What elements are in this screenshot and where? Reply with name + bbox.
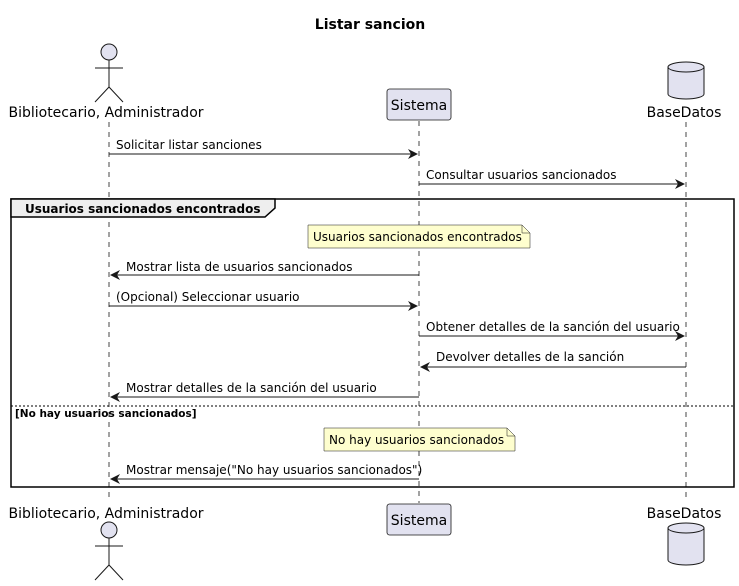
message-label: Solicitar listar sanciones: [116, 138, 262, 152]
message-label: Consultar usuarios sancionados: [426, 168, 616, 182]
note-found-fold: [521, 225, 530, 234]
actor-label-top: Bibliotecario, Administrador: [8, 105, 203, 121]
note-found: [307, 224, 531, 249]
actor-label-bottom: Bibliotecario, Administrador: [8, 506, 203, 522]
alt-fragment: [10, 198, 735, 488]
alt-fragment-header: [10, 198, 276, 218]
message-label: Obtener detalles de la sanción del usuar…: [426, 320, 680, 334]
note-not-found: [323, 427, 516, 452]
note-not-found-text: No hay usuarios sancionados: [329, 433, 504, 447]
database-label-bottom: BaseDatos: [647, 506, 722, 522]
message-label: Mostrar mensaje("No hay usuarios sancion…: [126, 463, 422, 477]
message-label: Mostrar detalles de la sanción del usuar…: [126, 381, 377, 395]
alt-else-guard: [No hay usuarios sancionados]: [15, 408, 197, 420]
system-box-top: [386, 88, 452, 121]
message-label: Devolver detalles de la sanción: [436, 350, 624, 364]
actor-figure-bottom: [94, 521, 124, 581]
database-icon-top: [667, 61, 705, 100]
alt-fragment-label: Usuarios sancionados encontrados: [25, 202, 260, 216]
system-box-bottom: [386, 503, 452, 536]
actor-figure-top: [94, 43, 124, 103]
note-not-found-fold: [506, 428, 515, 437]
system-label-bottom: Sistema: [391, 513, 447, 529]
message-label: (Opcional) Seleccionar usuario: [116, 290, 300, 304]
message-label: Mostrar lista de usuarios sancionados: [126, 260, 352, 274]
diagram-title: Listar sancion: [315, 17, 425, 33]
note-found-text: Usuarios sancionados encontrados: [313, 230, 522, 244]
database-label-top: BaseDatos: [647, 105, 722, 121]
database-icon-bottom: [667, 522, 705, 566]
system-label-top: Sistema: [391, 98, 447, 114]
